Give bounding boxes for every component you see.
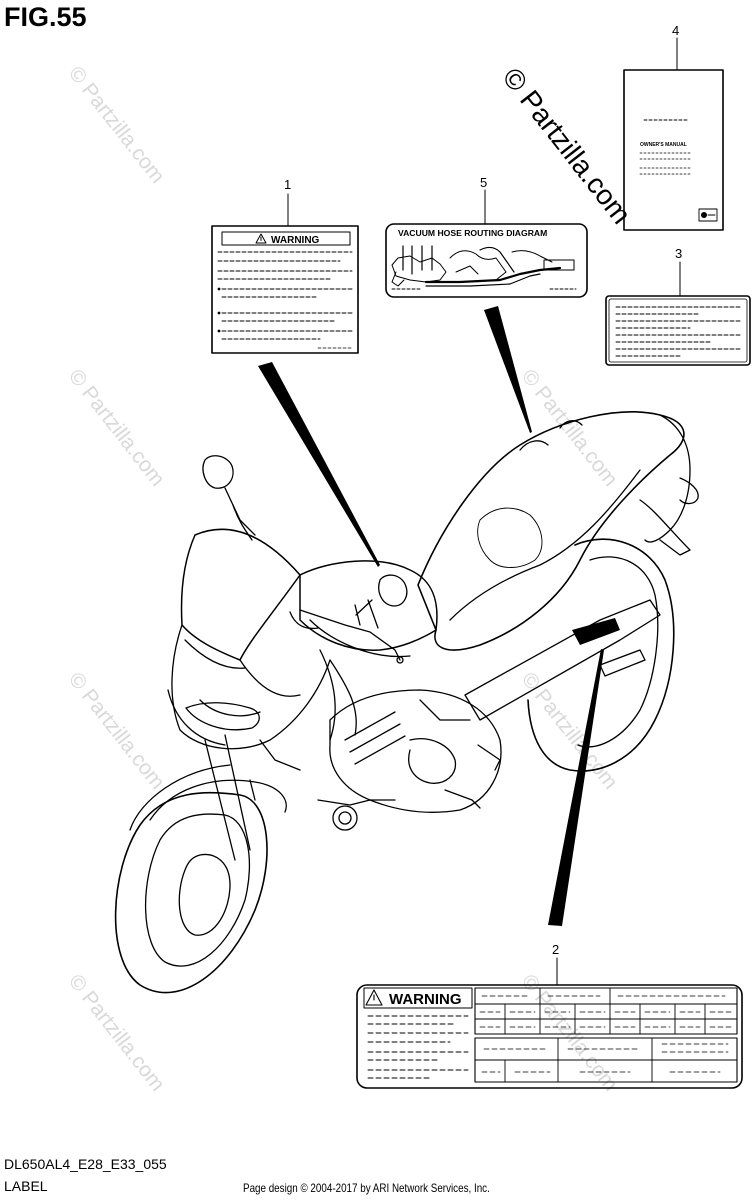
pointer-wedges <box>258 306 604 926</box>
page-credit: Page design © 2004-2017 by ARI Network S… <box>243 1181 490 1195</box>
label-3-drawing <box>605 295 751 366</box>
callout-2: 2 <box>552 942 559 957</box>
warning-label-1-drawing <box>211 225 359 354</box>
warning-2-heading: WARNING <box>389 991 462 1008</box>
vacuum-label-drawing <box>385 223 588 298</box>
owners-manual-heading: OWNER'S MANUAL <box>640 142 687 148</box>
callout-1: 1 <box>284 177 291 192</box>
section-name: LABEL <box>4 1178 48 1194</box>
vacuum-heading: VACUUM HOSE ROUTING DIAGRAM <box>398 228 547 238</box>
warning-1-heading: WARNING <box>271 235 320 246</box>
model-code: DL650AL4_E28_E33_055 <box>4 1156 167 1172</box>
figure-title: FIG.55 <box>4 2 87 32</box>
leader-lines <box>287 37 681 986</box>
callout-4: 4 <box>672 23 679 38</box>
warning-label-2-drawing <box>356 984 743 1089</box>
callout-5: 5 <box>480 175 487 190</box>
owners-manual-drawing <box>623 69 724 231</box>
motorcycle-drawing <box>114 411 699 994</box>
callout-3: 3 <box>675 246 682 261</box>
